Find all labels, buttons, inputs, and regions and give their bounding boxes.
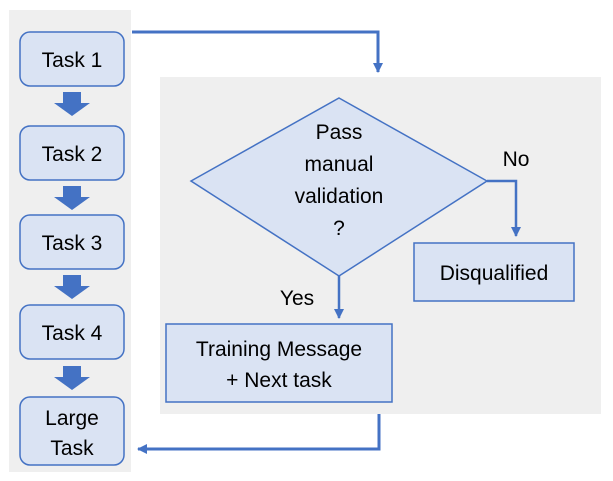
task-box-2-label: Task 2 [42,143,103,166]
decision-label-line1: Pass [316,121,363,144]
down-arrow-3 [54,275,90,299]
connector-return-to-large-task [137,414,381,454]
down-arrow-4 [54,366,90,390]
task-box-1-label: Task 1 [42,49,103,72]
task-box-1: Task 1 [19,31,125,87]
large-task-label-line2: Task [50,437,94,460]
yes-label: Yes [280,287,314,310]
down-arrow-1 [54,92,90,116]
task-box-4: Task 4 [19,304,125,360]
disqualified-box: Disqualified [413,242,575,302]
no-branch-arrow [487,179,521,237]
training-label-line2: + Next task [226,369,332,392]
disqualified-label: Disqualified [440,262,549,285]
no-label: No [503,148,530,171]
task-box-4-label: Task 4 [42,322,103,345]
large-task-label-line1: Large [45,407,99,430]
decision-label-line2: manual [305,153,374,176]
task-box-3-label: Task 3 [42,232,103,255]
training-message-box: Training Message + Next task [165,323,393,403]
task-box-2: Task 2 [19,125,125,181]
task-box-3: Task 3 [19,214,125,270]
large-task-box: Large Task [19,396,125,466]
decision-label-line3: validation [295,185,384,208]
decision-label-line4: ? [333,217,345,240]
connector-task1-to-validation [132,30,383,73]
down-arrow-2 [54,186,90,210]
training-label-line1: Training Message [196,338,362,361]
